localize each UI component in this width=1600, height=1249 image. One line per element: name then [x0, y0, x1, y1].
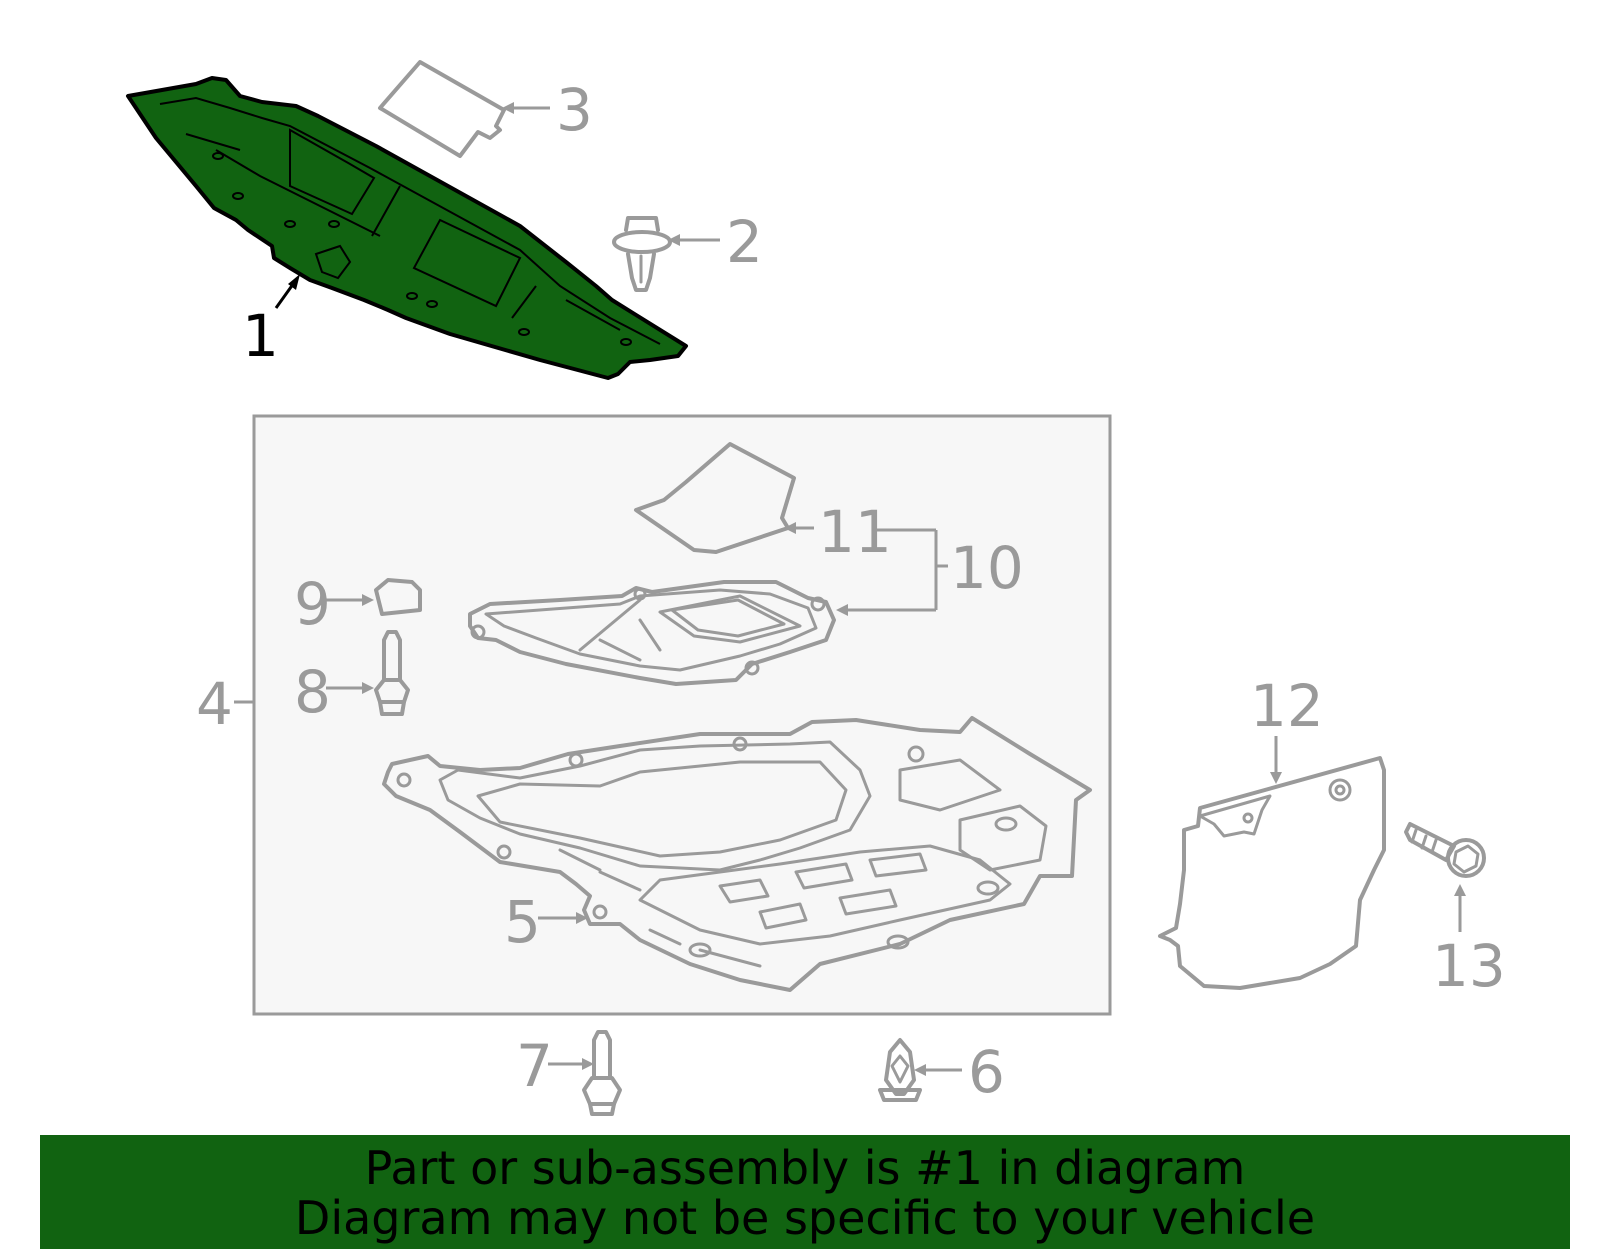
leader-9: [326, 594, 374, 606]
callout-1: 1: [242, 302, 279, 370]
callout-6: 6: [968, 1038, 1005, 1106]
leader-3: [502, 102, 550, 114]
part-1-highlighted[interactable]: [126, 76, 688, 380]
part-6-clip: [878, 1038, 922, 1102]
callout-13: 13: [1432, 932, 1506, 1000]
banner-line-2: Diagram may not be specific to your vehi…: [294, 1191, 1316, 1245]
leader-1: [274, 274, 300, 309]
callout-11: 11: [818, 498, 892, 566]
callout-5: 5: [504, 888, 541, 956]
callout-7: 7: [516, 1032, 553, 1100]
part-13-screw: [1404, 822, 1486, 878]
callout-3: 3: [556, 76, 593, 144]
leader-2: [668, 234, 720, 246]
callout-8: 8: [294, 658, 331, 726]
leader-8: [326, 682, 374, 694]
part-12: [1158, 756, 1386, 990]
bracket-10: [836, 528, 948, 616]
leader-6: [914, 1064, 962, 1076]
callout-10: 10: [950, 534, 1024, 602]
callout-2: 2: [726, 208, 763, 276]
leader-5: [538, 912, 588, 924]
leader-7: [548, 1058, 594, 1070]
part-2-clip: [612, 216, 672, 292]
leader-12: [1270, 736, 1282, 784]
callout-12: 12: [1250, 672, 1324, 740]
part-9: [374, 578, 422, 616]
part-10: [468, 580, 836, 686]
part-8-bolt: [374, 630, 410, 716]
part-7-bolt: [582, 1030, 622, 1116]
leader-11: [784, 522, 814, 534]
banner-line-1: Part or sub-assembly is #1 in diagram: [364, 1141, 1246, 1195]
part-3: [378, 60, 506, 158]
callout-9: 9: [294, 570, 331, 638]
callout-4: 4: [196, 670, 233, 738]
leader-13: [1454, 884, 1466, 932]
part-5: [382, 716, 1092, 992]
info-banner: Part or sub-assembly is #1 in diagram Di…: [40, 1135, 1570, 1249]
part-11: [634, 442, 796, 554]
